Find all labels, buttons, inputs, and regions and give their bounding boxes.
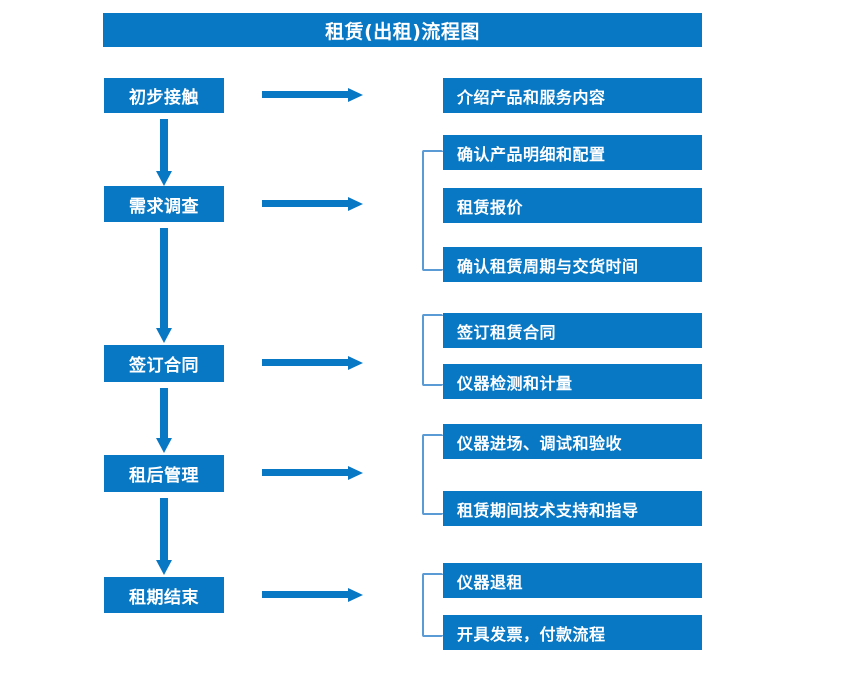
left-bracket-icon-2 (422, 314, 443, 386)
arrow-right-icon-2 (262, 196, 364, 212)
stage-box-5[interactable]: 租期结束 (104, 577, 224, 613)
detail-box-6[interactable]: 仪器检测和计量 (443, 364, 702, 399)
detail-box-5[interactable]: 签订租赁合同 (443, 313, 702, 348)
left-bracket-icon-1 (422, 150, 443, 271)
detail-box-8[interactable]: 租赁期间技术支持和指导 (443, 491, 702, 526)
detail-box-4[interactable]: 确认租赁周期与交货时间 (443, 247, 702, 282)
arrow-right-icon-5 (262, 587, 364, 603)
arrow-right-icon-4 (262, 465, 364, 481)
stage-box-2[interactable]: 需求调查 (104, 186, 224, 222)
detail-box-2[interactable]: 确认产品明细和配置 (443, 135, 702, 170)
flowchart-title: 租赁(出租)流程图 (103, 13, 702, 47)
arrow-right-icon-3 (262, 355, 364, 371)
detail-box-3[interactable]: 租赁报价 (443, 188, 702, 223)
stage-box-3[interactable]: 签订合同 (104, 345, 224, 382)
left-bracket-icon-4 (422, 573, 443, 637)
arrow-down-icon-1 (155, 119, 173, 187)
stage-box-4[interactable]: 租后管理 (104, 455, 224, 492)
arrow-down-icon-3 (155, 388, 173, 454)
arrow-down-icon-2 (155, 228, 173, 344)
detail-box-10[interactable]: 开具发票，付款流程 (443, 615, 702, 650)
detail-box-1[interactable]: 介绍产品和服务内容 (443, 78, 702, 113)
detail-box-7[interactable]: 仪器进场、调试和验收 (443, 424, 702, 459)
stage-box-1[interactable]: 初步接触 (104, 78, 224, 113)
arrow-right-icon-1 (262, 87, 364, 103)
detail-box-9[interactable]: 仪器退租 (443, 563, 702, 598)
arrow-down-icon-4 (155, 498, 173, 576)
left-bracket-icon-3 (422, 434, 443, 515)
